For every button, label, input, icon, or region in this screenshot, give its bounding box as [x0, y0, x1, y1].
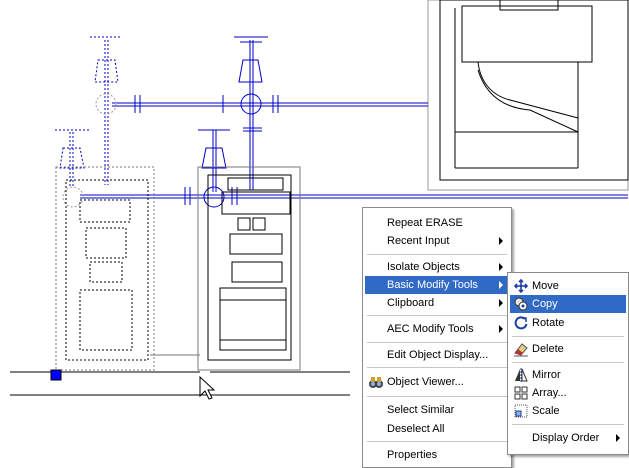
- selected-unit: [55, 166, 155, 371]
- mouse-cursor: [199, 375, 216, 400]
- menu-separator: [367, 315, 507, 316]
- submenu-item-array[interactable]: Array...: [510, 384, 626, 402]
- submenu-item-label: Scale: [532, 405, 560, 417]
- menu-separator: [512, 336, 624, 337]
- submenu-item-label: Display Order: [532, 432, 600, 444]
- scale-icon: [513, 403, 529, 419]
- menu-item-properties[interactable]: Properties: [365, 446, 509, 464]
- submenu-arrow-icon: [499, 325, 503, 333]
- binoculars-icon: [368, 374, 384, 390]
- submenu-item-mirror[interactable]: Mirror: [510, 366, 626, 384]
- menu-item-recent-input[interactable]: Recent Input: [365, 232, 509, 250]
- menu-item-label: Recent Input: [387, 235, 450, 247]
- menu-item-repeat-erase[interactable]: Repeat ERASE: [365, 214, 509, 232]
- menu-item-label: Clipboard: [387, 297, 435, 309]
- copy-icon: [513, 296, 529, 312]
- submenu-item-move[interactable]: Move: [510, 277, 626, 295]
- menu-separator: [367, 441, 507, 442]
- submenu-item-delete[interactable]: Delete: [510, 340, 626, 358]
- submenu-item-label: Mirror: [532, 369, 561, 381]
- rotate-icon: [513, 315, 529, 331]
- submenu-item-label: Array...: [532, 387, 567, 399]
- submenu-arrow-icon: [499, 281, 503, 289]
- menu-item-label: Object Viewer...: [387, 376, 464, 388]
- submenu-item-label: Delete: [532, 343, 564, 355]
- menu-separator: [367, 367, 507, 368]
- menu-item-deselect-all[interactable]: Deselect All: [365, 420, 509, 438]
- menu-item-label: Edit Object Display...: [387, 349, 489, 361]
- submenu-arrow-icon: [499, 237, 503, 245]
- submenu-item-display-order[interactable]: Display Order: [510, 429, 626, 447]
- menu-item-basic-modify-tools[interactable]: Basic Modify Tools: [365, 276, 509, 294]
- submenu-item-label: Rotate: [532, 317, 565, 329]
- submenu-item-label: Copy: [532, 298, 558, 310]
- menu-item-label: Select Similar: [387, 404, 455, 416]
- submenu-item-scale[interactable]: Scale: [510, 402, 626, 420]
- wall-lines: [10, 354, 350, 396]
- menu-separator: [367, 342, 507, 343]
- array-icon: [513, 385, 529, 401]
- menu-item-select-similar[interactable]: Select Similar: [365, 401, 509, 419]
- menu-item-label: Properties: [387, 449, 438, 461]
- menu-item-label: Deselect All: [387, 423, 445, 435]
- grip-handle[interactable]: [50, 369, 62, 381]
- menu-item-label: Basic Modify Tools: [387, 279, 478, 291]
- menu-item-edit-object-display[interactable]: Edit Object Display...: [365, 346, 509, 364]
- menu-item-label: Repeat ERASE: [387, 217, 463, 229]
- submenu-arrow-icon: [499, 263, 503, 271]
- pipe-lines: [80, 36, 628, 208]
- menu-separator: [512, 424, 624, 425]
- equipment-unit: [197, 166, 301, 371]
- submenu-item-copy[interactable]: Copy: [510, 295, 626, 313]
- menu-separator: [367, 254, 507, 255]
- menu-item-isolate-objects[interactable]: Isolate Objects: [365, 258, 509, 276]
- submenu-arrow-icon: [499, 299, 503, 307]
- basic-modify-tools-submenu: Move Copy Rotate Delete Mirror Array...: [507, 272, 629, 455]
- menu-item-clipboard[interactable]: Clipboard: [365, 294, 509, 312]
- detail-view-frame: [427, 0, 629, 191]
- menu-item-label: Isolate Objects: [387, 261, 460, 273]
- context-menu: Repeat ERASE Recent Input Isolate Object…: [362, 207, 512, 468]
- selected-objects: [55, 36, 120, 208]
- submenu-arrow-icon: [616, 434, 620, 442]
- mirror-icon: [513, 367, 529, 383]
- menu-item-label: AEC Modify Tools: [387, 323, 474, 335]
- eraser-icon: [513, 341, 529, 357]
- menu-item-object-viewer[interactable]: Object Viewer...: [365, 373, 509, 391]
- menu-item-aec-modify-tools[interactable]: AEC Modify Tools: [365, 320, 509, 338]
- menu-separator: [512, 362, 624, 363]
- submenu-item-rotate[interactable]: Rotate: [510, 314, 626, 332]
- submenu-item-label: Move: [532, 280, 559, 292]
- move-icon: [513, 278, 529, 294]
- menu-separator: [367, 396, 507, 397]
